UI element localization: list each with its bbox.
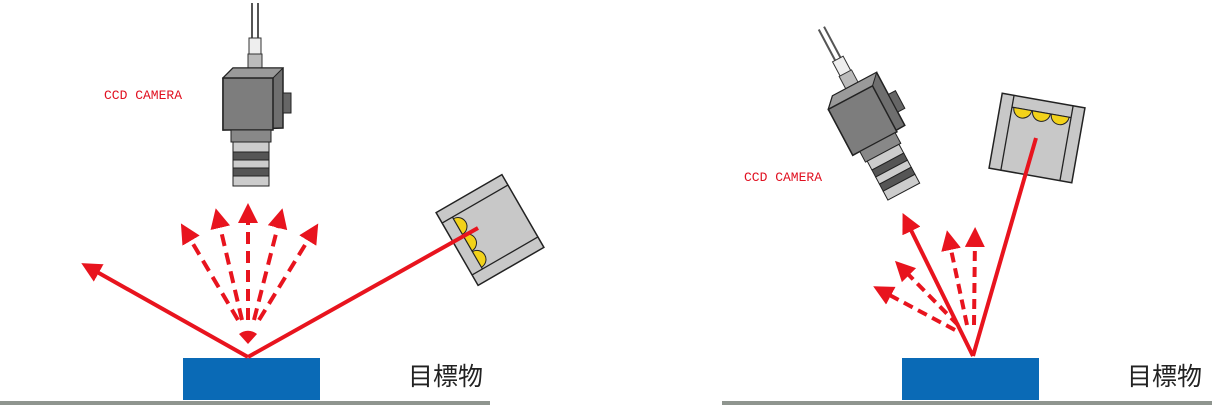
light-source-icon — [988, 92, 1086, 184]
target-object — [183, 358, 320, 400]
panel-diffuse-reflection: CCD CAMERA 目標物 — [0, 2, 545, 405]
diffuse-origin-fan — [239, 330, 257, 344]
diffuse-arrow — [257, 223, 319, 322]
diffuse-arrow — [894, 260, 960, 327]
specular-reflection-arrow — [81, 263, 249, 359]
diffuse-arrow — [941, 230, 969, 326]
diffuse-arrow — [210, 208, 244, 321]
panel-specular-reflection: CCD CAMERA 目標物 — [722, 10, 1212, 405]
ccd-camera-icon — [222, 2, 292, 187]
diffuse-rays — [180, 203, 319, 322]
camera-label: CCD CAMERA — [104, 88, 182, 103]
target-object — [902, 358, 1039, 400]
incident-ray — [971, 137, 1038, 357]
target-label: 目標物 — [408, 362, 483, 391]
camera-label: CCD CAMERA — [744, 170, 822, 185]
light-source-icon — [435, 173, 545, 287]
specular-reflection-arrow — [902, 213, 975, 357]
incident-ray — [247, 226, 479, 359]
target-label: 目標物 — [1127, 362, 1202, 391]
diffuse-arrow — [252, 208, 288, 321]
ground-line — [0, 401, 490, 405]
diffuse-rays — [873, 227, 985, 332]
diffuse-arrow — [964, 227, 985, 326]
diffuse-arrow — [873, 286, 956, 332]
ground-line — [722, 401, 1212, 405]
diffuse-arrow — [180, 223, 240, 322]
